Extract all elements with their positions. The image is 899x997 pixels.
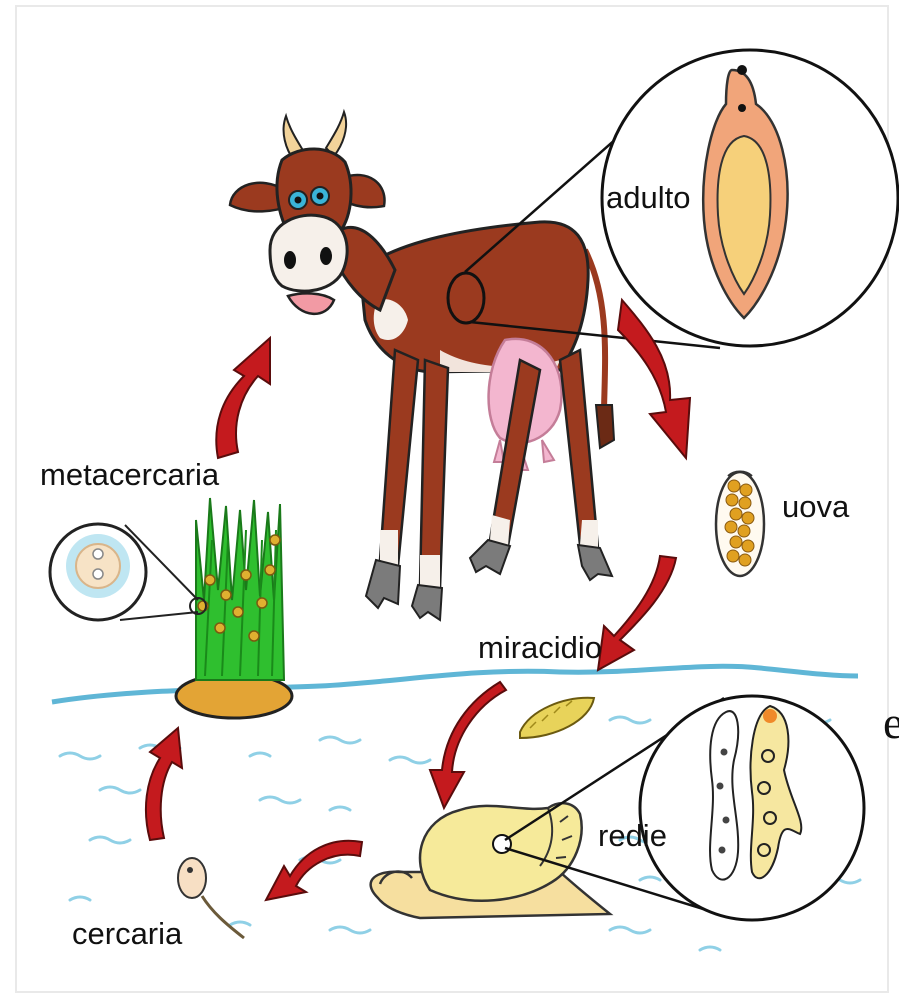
label-rediae: redie: [598, 820, 667, 851]
edge-text-fragment: e: [883, 700, 899, 746]
label-miracidium: miracidio: [478, 632, 602, 663]
egg: [716, 472, 764, 577]
label-metacercaria: metacercaria: [40, 459, 219, 490]
label-eggs: uova: [782, 491, 849, 522]
label-adult: adulto: [606, 182, 690, 213]
redia-left: [710, 711, 738, 880]
label-cercaria: cercaria: [72, 918, 182, 949]
